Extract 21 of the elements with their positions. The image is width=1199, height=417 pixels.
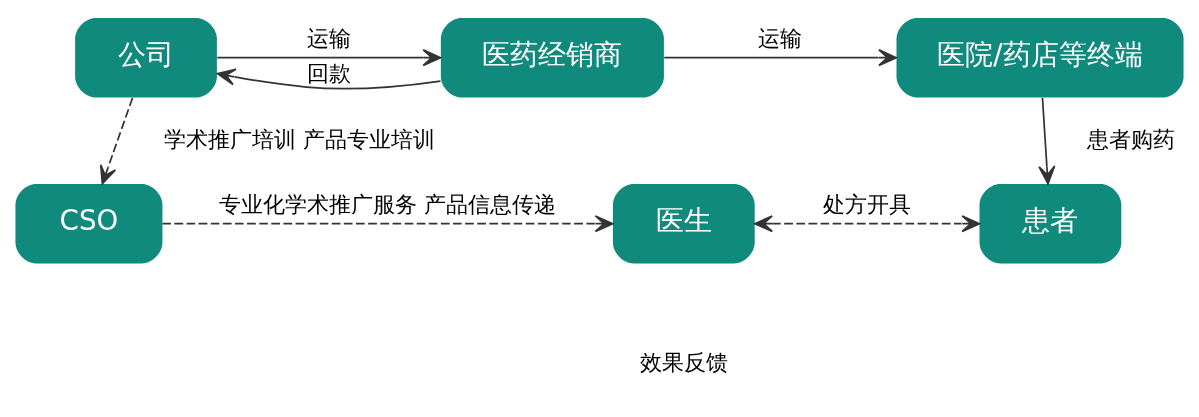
node-box: 医药经销商 [440, 17, 664, 97]
node-box: 公司 [75, 17, 217, 97]
arrow [1038, 96, 1056, 185]
node-box: 医院/药店等终端 [896, 17, 1184, 97]
arrow [663, 48, 898, 66]
node-box: CSO [15, 183, 163, 263]
edge-label: 处方开具 [823, 190, 912, 217]
edge-label: 回款 [306, 59, 351, 86]
node-box: 患者 [979, 183, 1122, 263]
node-box: 医生 [612, 183, 755, 263]
arrow [99, 96, 134, 185]
edge-label: 运输 [306, 24, 351, 51]
label: 效果反馈 [639, 348, 728, 375]
edge-label: 学术推广培训 产品专业培训 [164, 125, 436, 152]
arrow [216, 48, 442, 66]
arrow [161, 214, 614, 232]
edge-label: 专业化学术推广服务 产品信息传递 [219, 190, 557, 217]
arrow [216, 67, 442, 90]
edge-label: 患者购药 [1086, 125, 1175, 152]
arrow [754, 214, 981, 232]
edge-label: 运输 [758, 24, 803, 51]
